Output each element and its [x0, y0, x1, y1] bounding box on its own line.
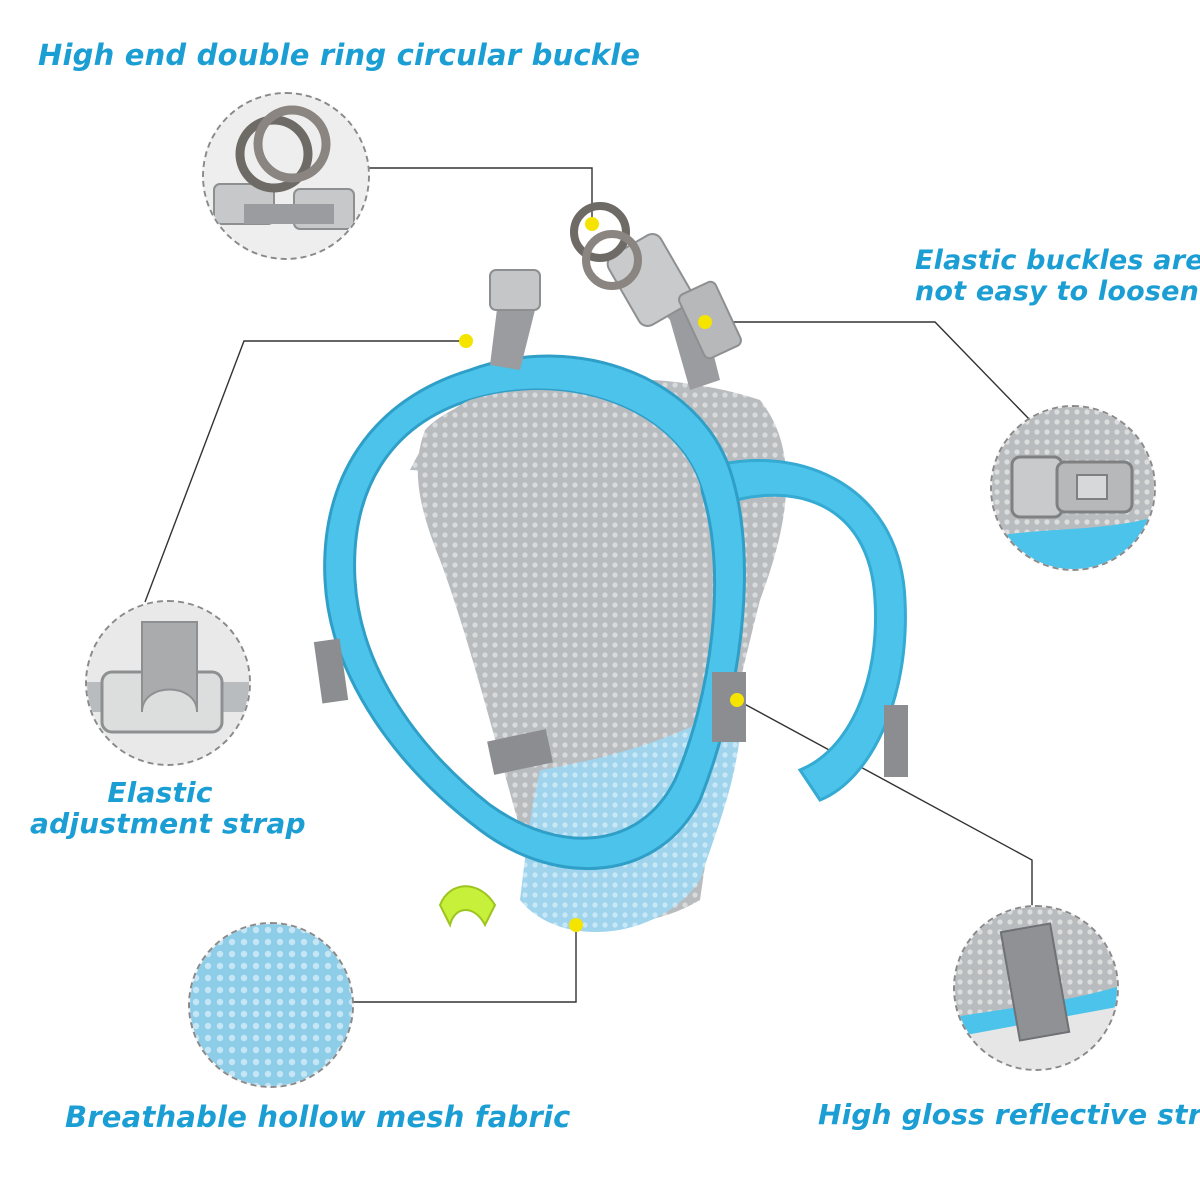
label-adjustment-strap: Elastic adjustment strap: [30, 776, 306, 840]
callout-dot-strap: [459, 334, 473, 348]
reflective-strip-4: [884, 705, 908, 777]
label-elastic-buckles: Elastic buckles are not easy to loosen: [915, 245, 1200, 307]
leader-line-mesh: [350, 925, 577, 1003]
label-ring-buckle: High end double ring circular buckle: [38, 38, 641, 72]
callout-dot-buckle: [698, 315, 712, 329]
detail-circle-reflective: [953, 905, 1119, 1071]
callout-dot-mesh: [569, 918, 583, 932]
callout-dot-reflective: [730, 693, 744, 707]
detail-circle-buckle: [990, 405, 1156, 571]
callout-dot-ring: [585, 217, 599, 231]
reflective-strip-3: [712, 672, 746, 742]
leader-line-strap: [144, 340, 466, 603]
metal-ring-2: [582, 230, 642, 290]
strap-slider: [489, 269, 541, 311]
reflective-strip-icon: [955, 907, 1117, 1069]
adjustment-strap-icon: [87, 602, 249, 764]
detail-circle-rings: [202, 92, 370, 260]
label-mesh-fabric: Breathable hollow mesh fabric: [65, 1100, 571, 1134]
leader-line-buckle: [705, 321, 1031, 421]
detail-circle-strap: [85, 600, 251, 766]
side-release-buckle-icon: [992, 407, 1154, 569]
detail-circle-mesh: [188, 922, 354, 1088]
metal-double-ring-icon: [204, 94, 368, 258]
reflective-strip-2: [487, 729, 553, 775]
mesh-fabric-icon: [190, 924, 352, 1086]
leash-loop: [438, 885, 497, 928]
metal-ring-1: [570, 202, 630, 262]
reflective-strip-1: [313, 638, 349, 704]
inner-mesh: [410, 389, 702, 600]
label-reflective-strip: High gloss reflective strip: [818, 1098, 1200, 1131]
